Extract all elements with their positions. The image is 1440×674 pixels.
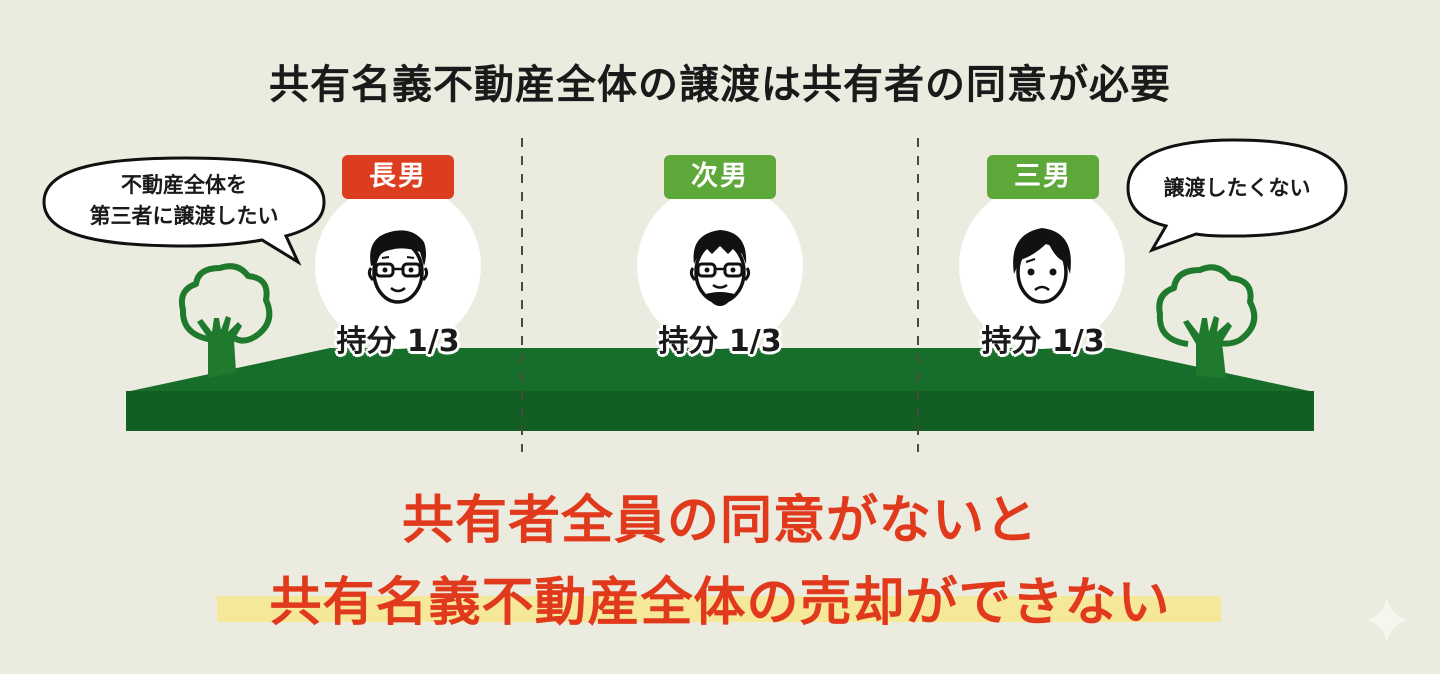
share-label-second: 持分 1/3 — [658, 324, 782, 359]
role-badge-second: 次男 — [664, 155, 776, 199]
speech-text-eldest: 不動産全体を 第三者に譲渡したい — [52, 170, 316, 232]
share-label-third: 持分 1/3 — [981, 324, 1105, 359]
smiling-bearded-man-with-glasses-icon — [689, 230, 751, 306]
speech-text-youngest: 譲渡したくない — [1134, 173, 1340, 204]
smiling-man-with-glasses-icon — [367, 230, 429, 304]
tree-icon — [1156, 264, 1258, 378]
speech-line: 第三者に譲渡したい — [89, 204, 279, 228]
land-front — [126, 391, 1314, 431]
speech-line: 譲渡したくない — [1163, 176, 1311, 200]
role-badge-eldest: 長男 — [342, 155, 454, 199]
worried-man-icon — [1013, 228, 1071, 304]
speech-bubble-left — [42, 156, 326, 266]
speech-line: 不動産全体を — [121, 173, 247, 197]
page-title: 共有名義不動産全体の譲渡は共有者の同意が必要 — [269, 62, 1171, 108]
share-label-eldest: 持分 1/3 — [336, 324, 460, 359]
land-top — [126, 348, 1314, 392]
speech-bubble-right — [1126, 138, 1348, 253]
conclusion-line-2: 共有名義不動産全体の売却ができない — [269, 573, 1171, 633]
role-badge-third: 三男 — [987, 155, 1099, 199]
highlight-marker — [217, 596, 1221, 622]
conclusion-line-1: 共有者全員の同意がないと — [401, 491, 1038, 551]
tree-icon — [178, 263, 273, 378]
sparkle-icon — [1366, 598, 1408, 642]
